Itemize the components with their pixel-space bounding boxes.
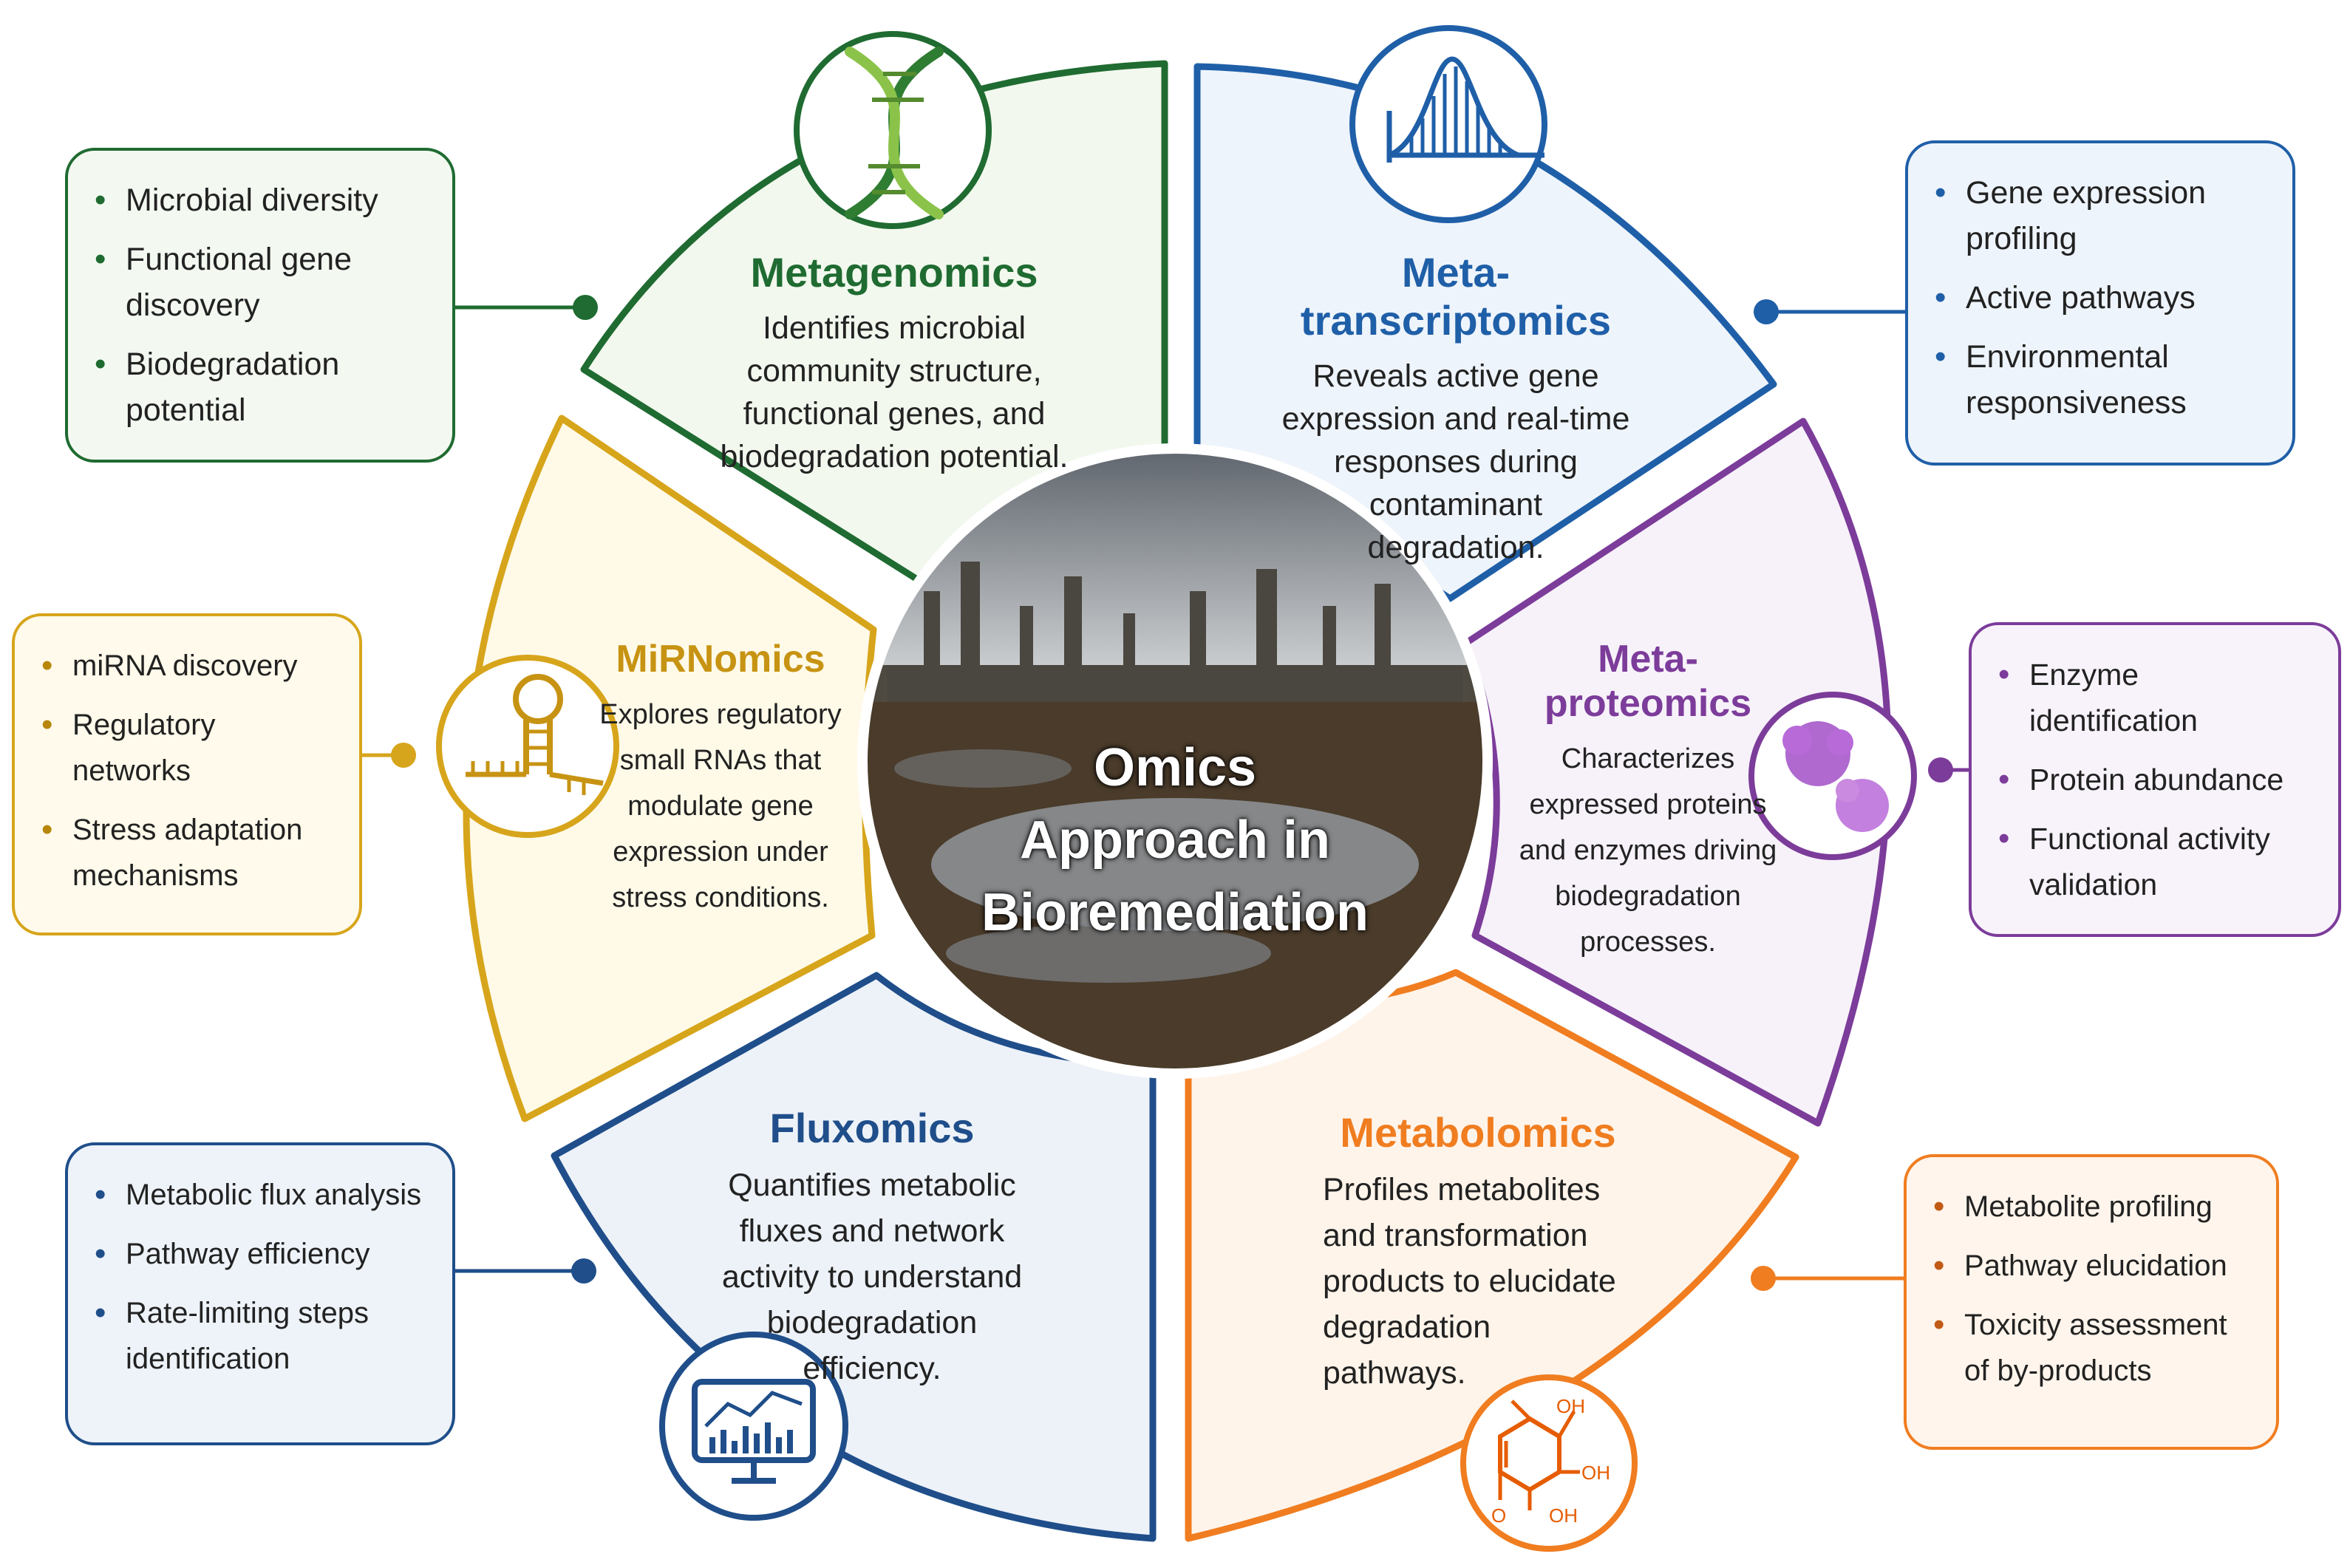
- bullet-item: Pathway efficiency: [95, 1231, 427, 1277]
- center-scene: [857, 443, 1493, 1079]
- segment-title-metagenomics: Metagenomics: [750, 249, 1038, 296]
- segment-description-metatranscriptomics: Reveals active gene expression and real-…: [1281, 358, 1630, 565]
- molecule-icon: OH OH OH O: [1460, 1374, 1638, 1552]
- segment-title-fluxomics: Fluxomics: [769, 1105, 975, 1151]
- wheel-segments: [463, 60, 1892, 1542]
- connector-dot-metaproteomics: [1928, 757, 1953, 783]
- segment-description-mirnomics: Explores regulatory small RNAs that modu…: [599, 699, 842, 913]
- segment-title-mirnomics: MiRNomics: [616, 638, 825, 681]
- segment-title-metaproteomics: Meta-proteomics: [1544, 638, 1752, 725]
- molecule-label-2: OH: [1581, 1462, 1610, 1484]
- segment-description-metaproteomics: Characterizes expressed proteins and enz…: [1519, 743, 1777, 958]
- molecule-label-3: OH: [1549, 1504, 1578, 1527]
- bullet-item: Microbial diversity: [95, 177, 427, 223]
- bullet-item: Functional gene discovery: [95, 236, 427, 328]
- polluted-pond: [931, 798, 1419, 931]
- bullet-list-metatranscriptomics: Gene expression profiling Active pathway…: [1933, 170, 2267, 426]
- center-title-line-2: Approach in: [1019, 811, 1330, 870]
- center-title: Omics Approach in Bioremediation: [879, 732, 1471, 949]
- connector-dot-metatranscriptomics: [1754, 299, 1779, 324]
- bullet-item: Metabolite profiling: [1933, 1184, 2251, 1230]
- segment-text-mirnomics: MiRNomics Explores regulatory small RNAs…: [599, 637, 842, 921]
- expression-peak-icon: [1349, 25, 1547, 223]
- connectors: [362, 295, 1969, 1291]
- center-title-line-3: Bioremediation: [981, 883, 1369, 942]
- connector-dot-fluxomics: [571, 1258, 596, 1284]
- dna-icon: [794, 31, 992, 229]
- feature-box-metatranscriptomics: Gene expression profiling Active pathway…: [1905, 140, 2295, 466]
- bullet-item: Functional activity validation: [1998, 816, 2313, 907]
- bullet-list-metabolomics: Metabolite profiling Pathway elucidation…: [1932, 1184, 2251, 1394]
- bullet-item: Active pathways: [1935, 275, 2267, 321]
- segment-text-metagenomics: Metagenomics Identifies microbial commun…: [709, 248, 1079, 478]
- protein-icon: [1748, 692, 1917, 860]
- segment-description-fluxomics: Quantifies metabolic fluxes and network …: [721, 1168, 1023, 1386]
- bullet-item: Gene expression profiling: [1935, 170, 2267, 262]
- bullet-item: Biodegradation potential: [95, 341, 427, 433]
- hairpin-rna-icon: [436, 655, 619, 838]
- bullet-item: Environmental responsiveness: [1935, 334, 2267, 426]
- connector-dot-mirnomics: [391, 743, 416, 768]
- segment-description-metabolomics: Profiles metabolites and transformation …: [1323, 1172, 1616, 1391]
- bullet-item: Toxicity assessment of by-products: [1933, 1302, 2251, 1394]
- segment-text-metatranscriptomics: Meta-transcriptomics Reveals active gene…: [1249, 248, 1663, 569]
- bullet-list-fluxomics: Metabolic flux analysis Pathway efficien…: [93, 1172, 427, 1382]
- bullet-item: Metabolic flux analysis: [95, 1172, 427, 1218]
- feature-box-metagenomics: Microbial diversity Functional gene disc…: [65, 148, 455, 463]
- molecule-label-4: O: [1491, 1504, 1506, 1527]
- segment-title-metatranscriptomics: Meta-transcriptomics: [1300, 249, 1612, 344]
- connector-dot-metagenomics: [573, 295, 598, 320]
- bullet-item: Regulatory networks: [41, 702, 334, 794]
- bullet-item: miRNA discovery: [41, 643, 334, 689]
- feature-box-mirnomics: miRNA discovery Regulatory networks Stre…: [12, 613, 362, 935]
- connector-dot-metabolomics: [1751, 1266, 1776, 1291]
- segment-text-fluxomics: Fluxomics Quantifies metabolic fluxes an…: [709, 1104, 1035, 1391]
- segment-description-metagenomics: Identifies microbial community structure…: [720, 310, 1069, 474]
- segment-metaproteomics: [1462, 417, 1892, 1127]
- molecule-label-1: OH: [1556, 1395, 1585, 1417]
- segment-text-metaproteomics: Meta-proteomics Characterizes expressed …: [1508, 637, 1788, 965]
- bullet-item: Enzyme identification: [1998, 652, 2313, 743]
- bullet-item: Stress adaptation mechanisms: [41, 807, 334, 899]
- bullet-list-mirnomics: miRNA discovery Regulatory networks Stre…: [40, 643, 334, 899]
- segment-title-metabolomics: Metabolomics: [1340, 1109, 1616, 1156]
- segment-fluxomics: [551, 972, 1157, 1542]
- feature-box-metaproteomics: Enzyme identification Protein abundance …: [1969, 622, 2341, 937]
- feature-box-fluxomics: Metabolic flux analysis Pathway efficien…: [65, 1142, 455, 1445]
- bullet-list-metagenomics: Microbial diversity Functional gene disc…: [93, 177, 427, 433]
- bullet-item: Protein abundance: [1998, 757, 2313, 802]
- bullet-item: Pathway elucidation: [1933, 1243, 2251, 1289]
- monitor-chart-icon: [659, 1332, 848, 1521]
- bullet-item: Rate-limiting steps identification: [95, 1290, 427, 1382]
- feature-box-metabolomics: Metabolite profiling Pathway elucidation…: [1904, 1154, 2279, 1450]
- center-title-line-1: Omics: [1093, 738, 1257, 797]
- bullet-list-metaproteomics: Enzyme identification Protein abundance …: [1997, 652, 2313, 907]
- segment-text-metabolomics: Metabolomics Profiles metabolites and tr…: [1323, 1108, 1633, 1396]
